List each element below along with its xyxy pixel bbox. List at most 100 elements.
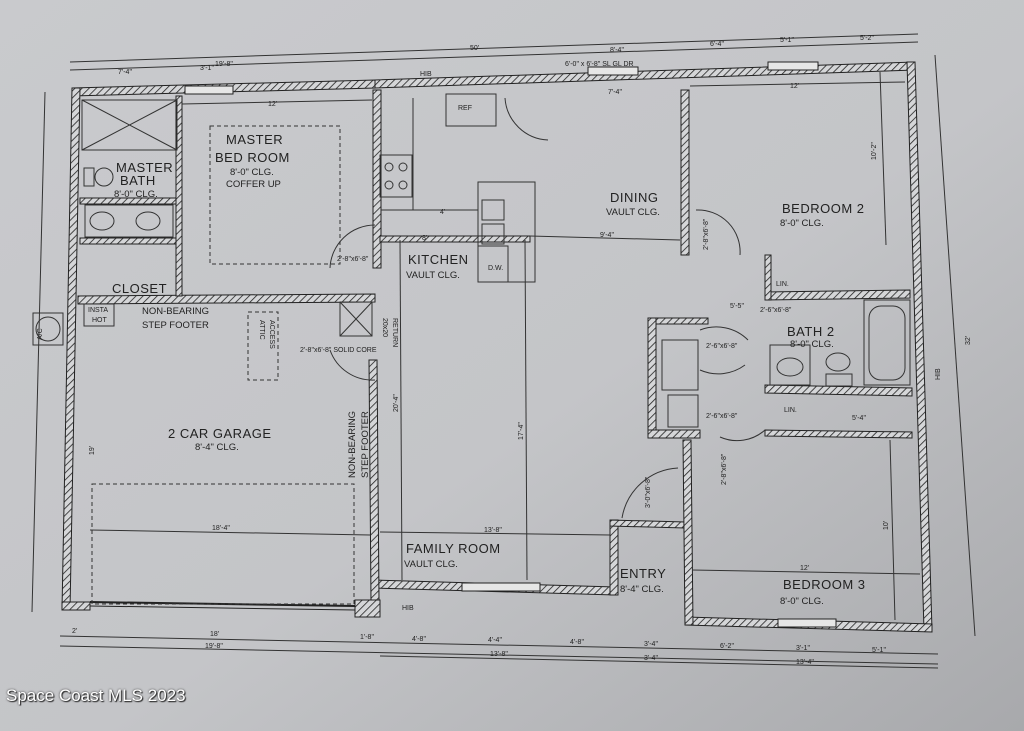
door-size-hall: 2'-6"x6'-8" [760, 307, 792, 314]
fixtures [32, 61, 911, 628]
closet-label: CLOSET [112, 281, 167, 296]
non-bearing-top-2: STEP FOOTER [142, 320, 209, 331]
dim-family-width: 13'-8" [484, 527, 502, 534]
master-bedroom-name-1: MASTER [226, 132, 283, 147]
dim-bottom-c: 1'-8" [360, 634, 374, 641]
room-label-bedroom2: BEDROOM 2 8'-0" CLG. [780, 201, 865, 229]
room-label-garage: 2 CAR GARAGE 8'-4" CLG. [168, 426, 272, 453]
bedroom3-ceiling: 8'-0" CLG. [780, 596, 824, 607]
room-label-bath2: BATH 2 8'-0" CLG. [787, 324, 835, 350]
garage-name: 2 CAR GARAGE [168, 426, 272, 441]
dim-bottom-b: 18' [210, 631, 219, 638]
lin-label-1: LIN. [776, 281, 789, 288]
lin-label-2: LIN. [784, 407, 797, 414]
slider-label: 6'-0" x 6'-8" SL GL DR [565, 61, 634, 68]
dim-master-width: 12' [268, 101, 277, 108]
dim-top-g: 3'-1" [200, 65, 214, 72]
room-label-entry: ENTRY 8'-4" CLG. [620, 566, 666, 595]
bedroom2-ceiling: 8'-0" CLG. [780, 218, 824, 229]
dim-top-f: 7'-4" [118, 69, 132, 76]
ac-label: A/C [37, 328, 44, 340]
dim-garage-depth: 19' [89, 446, 96, 455]
dim-kitchen-2: 8' [422, 235, 427, 242]
garage-ceiling: 8'-4" CLG. [195, 442, 239, 453]
dim-dining-top: 7'-4" [608, 89, 622, 96]
family-room-ceiling: VAULT CLG. [404, 559, 458, 570]
dimension-lines [31, 33, 976, 669]
dim-family-depth: 20'-4" [393, 394, 400, 412]
master-bedroom-name-2: BED ROOM [215, 150, 290, 165]
room-label-bedroom3: BEDROOM 3 8'-0" CLG. [780, 577, 866, 607]
master-bath-ceiling: 8'-0" CLG. [114, 189, 158, 200]
hib-top: HIB [420, 71, 432, 78]
non-bearing-side-2: STEP FOOTER [360, 411, 371, 478]
hib-bottom: HIB [402, 605, 414, 612]
master-bedroom-coffer: COFFER UP [226, 179, 281, 190]
dim-bath2-2: 5'-4" [852, 415, 866, 422]
bedroom2-name: BEDROOM 2 [782, 201, 865, 216]
dim-family-depth-2: 17'-4" [518, 422, 525, 440]
dim-bottom-a: 2' [72, 628, 77, 635]
garage-door [89, 483, 356, 611]
dim-bottom-j: 5'-1" [872, 647, 886, 654]
dim-bottom-total-right: 13'-4" [796, 659, 814, 666]
non-bearing-top-1: NON-BEARING [142, 306, 209, 317]
dim-top-d: 5'-1" [780, 37, 794, 44]
dim-bottom-total-mid: 13'-8" [490, 651, 508, 658]
dim-dining: 9'-4" [600, 232, 614, 239]
dw-label: D.W. [488, 265, 503, 272]
dim-bedroom3-depth: 10' [883, 521, 890, 530]
room-label-family-room: FAMILY ROOM VAULT CLG. [404, 541, 501, 570]
door-size-bedroom2: 2'-8"x6'-8" [703, 218, 710, 250]
dim-bottom-i: 3'-1" [796, 645, 810, 652]
master-bath-name-2: BATH [120, 173, 156, 188]
interior-walls [77, 89, 913, 626]
solid-core-note: 2'-8"x6'-8" SOLID CORE [300, 347, 377, 354]
entry-ceiling: 8'-4" CLG. [620, 584, 664, 595]
family-room-name: FAMILY ROOM [406, 541, 501, 556]
attic-access-1: ATTIC [258, 320, 265, 340]
door-size-bedroom3: 2'-8"x6'-8" [721, 453, 728, 485]
dining-ceiling: VAULT CLG. [606, 207, 660, 218]
dim-right-overall: 32' [965, 336, 972, 345]
dim-bottom-h: 6'-2" [720, 643, 734, 650]
watermark-text: Space Coast MLS 2023 [6, 686, 186, 705]
dim-top-b: 8'-4" [610, 47, 624, 54]
bath2-name: BATH 2 [787, 324, 835, 339]
bedroom3-name: BEDROOM 3 [783, 577, 866, 592]
dim-bottom-f: 4'-8" [570, 639, 584, 646]
dim-top-e: 5'-2" [860, 35, 874, 42]
door-swings [329, 97, 766, 519]
dim-top-c: 6'-4" [710, 41, 724, 48]
ref-label: REF [458, 105, 472, 112]
dim-kitchen: 4' [440, 209, 445, 216]
door-size-entry: 3'-0"x6'-8" [645, 476, 652, 508]
entry-name: ENTRY [620, 566, 666, 581]
return-vent-2: RETURN [391, 318, 398, 347]
insta-hot-2: HOT [92, 317, 108, 324]
dim-bath2: 5'-5" [730, 303, 744, 310]
dim-bedroom3-width: 12' [800, 565, 809, 572]
kitchen-ceiling: VAULT CLG. [406, 270, 460, 281]
non-bearing-side-1: NON-BEARING [347, 411, 358, 478]
dim-bottom-entry: 3'-4" [644, 655, 658, 662]
room-label-master-bath: MASTER BATH 8'-0" CLG. [114, 160, 173, 200]
dining-name: DINING [610, 190, 659, 205]
dim-bottom-g: 3'-4" [644, 641, 658, 648]
dim-bottom-total-left: 19'-8" [205, 643, 223, 650]
ac-unit [32, 312, 64, 346]
master-bath-name-1: MASTER [116, 160, 173, 175]
dim-bedroom2-width: 12' [790, 83, 799, 90]
room-label-master-bedroom: MASTER BED ROOM 8'-0" CLG. COFFER UP [215, 132, 290, 190]
kitchen-name: KITCHEN [408, 252, 469, 267]
hib-right: HIB [935, 368, 942, 380]
master-bedroom-ceiling: 8'-0" CLG. [230, 167, 274, 178]
attic-access-2: ACCESS [268, 320, 275, 349]
bath2-ceiling: 8'-0" CLG. [790, 339, 834, 350]
door-size-laundry: 2'-6"x6'-8" [706, 413, 738, 420]
room-label-kitchen: KITCHEN VAULT CLG. [406, 252, 469, 281]
door-size-bath2: 2'-6"x6'-8" [706, 343, 738, 350]
dim-bottom-e: 4'-4" [488, 637, 502, 644]
